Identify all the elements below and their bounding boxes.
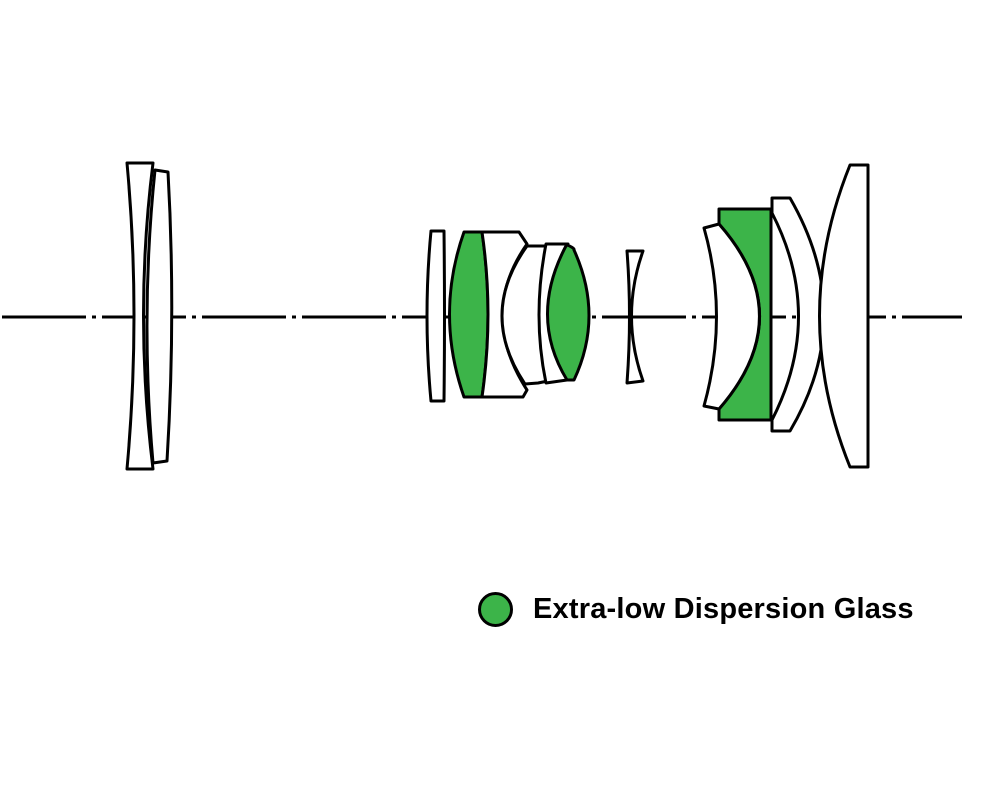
legend-label: Extra-low Dispersion Glass xyxy=(533,593,914,625)
lens-element-9 xyxy=(625,249,645,385)
lens-element-13 xyxy=(818,163,870,469)
lens-element-3 xyxy=(425,229,446,403)
lens-element-11 xyxy=(702,222,761,411)
lens-element-4 xyxy=(448,230,490,399)
legend: Extra-low Dispersion Glass xyxy=(478,592,914,627)
lens-element-8 xyxy=(537,242,569,385)
ed-glass-swatch xyxy=(478,592,513,627)
lens-element-12 xyxy=(770,196,826,433)
lens-element-1 xyxy=(125,161,155,471)
lens-element-2 xyxy=(145,168,174,465)
